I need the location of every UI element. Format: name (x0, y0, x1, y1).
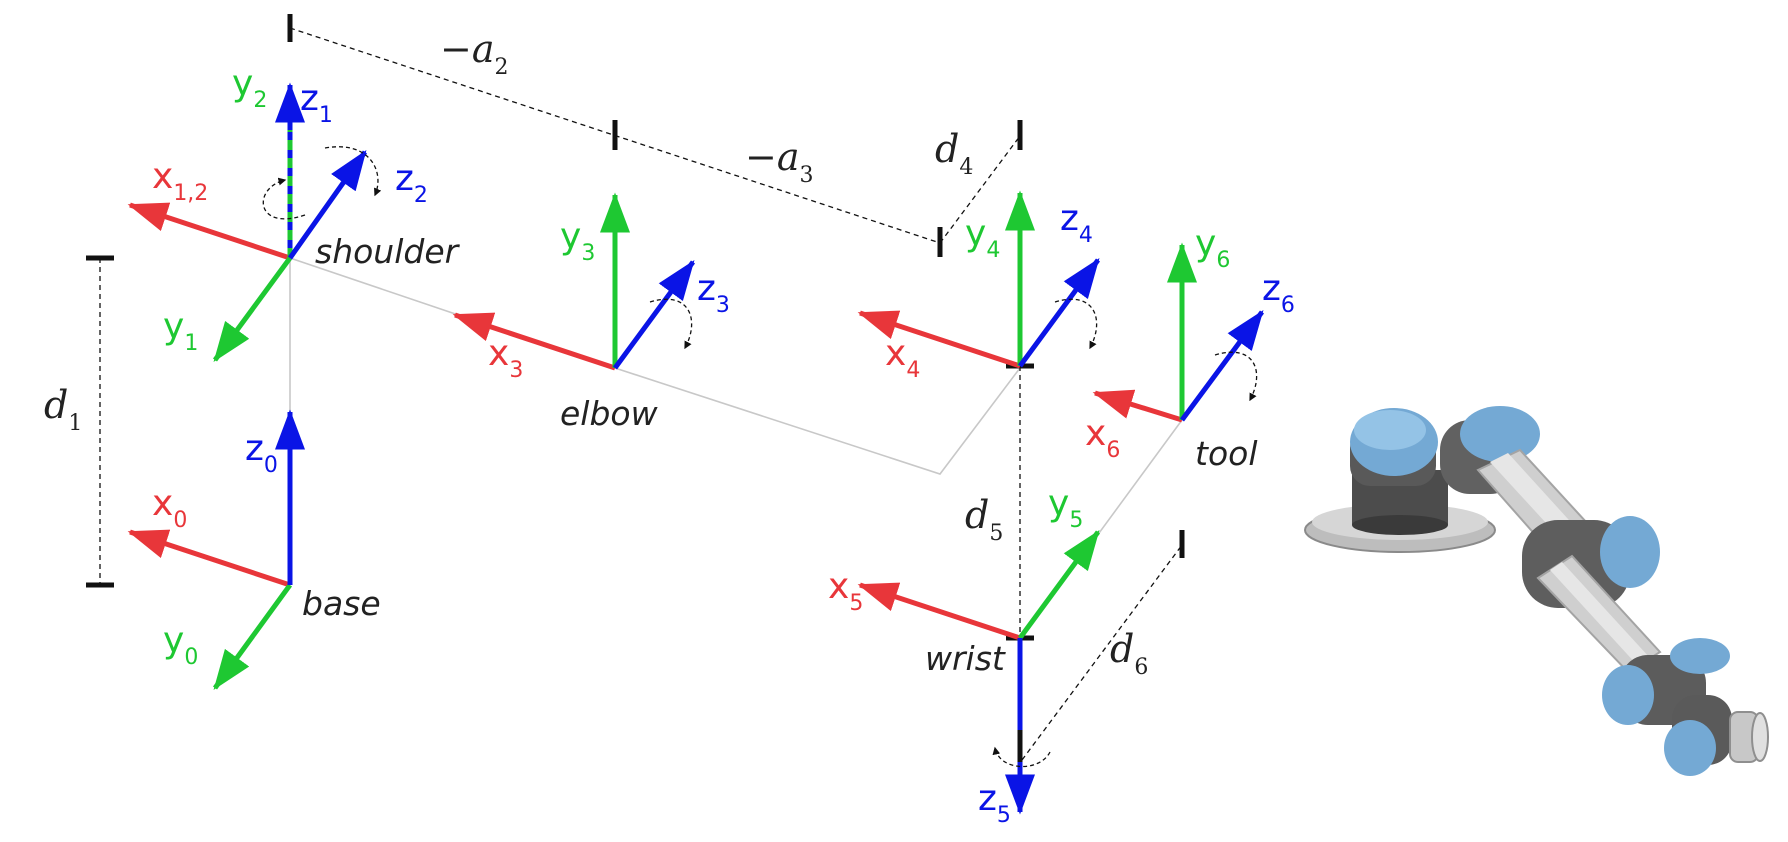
dim-d4: d4 (935, 127, 973, 180)
label-z4: z4 (1060, 198, 1093, 248)
label-y0: y0 (163, 620, 198, 670)
label-z0: z0 (245, 428, 278, 478)
label-x0: x0 (152, 483, 187, 533)
frame-base (127, 409, 305, 691)
label-x6: x6 (1085, 413, 1120, 463)
dim-d6: d6 (1110, 627, 1148, 680)
rotation-arrow-2 (324, 146, 382, 197)
joint-labels: base shoulder elbow wrist tool (302, 232, 1258, 678)
axis-labels: x0 y0 z0 x1,2 y1 y2 z1 z2 x3 y3 z3 x4 y4… (152, 63, 1295, 828)
joint-label-tool: tool (1195, 434, 1258, 473)
label-x4: x4 (885, 333, 920, 383)
rotation-arrow-4 (1054, 298, 1098, 350)
frame-elbow (452, 192, 696, 371)
joint-label-base: base (302, 584, 381, 623)
dimension-labels: d1 −a2 −a3 d4 d5 d6 (44, 27, 1148, 680)
z3-arrow (612, 259, 696, 370)
label-y2: y2 (232, 63, 267, 113)
label-y6: y6 (1195, 223, 1230, 273)
y5-arrow (1017, 529, 1101, 640)
x12-arrow (127, 202, 291, 261)
x4-arrow (857, 310, 1021, 369)
rotation-arrow-6 (1214, 351, 1258, 402)
x5-arrow (857, 582, 1021, 641)
frame-wrist (857, 529, 1101, 815)
frame-4 (857, 190, 1101, 369)
rotation-arrow-3 (649, 298, 693, 350)
joint-label-shoulder: shoulder (315, 232, 461, 271)
x0-arrow (127, 529, 291, 588)
y1-arrow (212, 256, 293, 363)
label-y4: y4 (965, 213, 1000, 263)
label-z6: z6 (1262, 268, 1295, 318)
label-y3: y3 (560, 216, 595, 266)
label-x3: x3 (488, 333, 523, 383)
rotation-arrow-1 (262, 177, 306, 220)
joint-label-elbow: elbow (560, 394, 659, 433)
label-z1: z1 (300, 78, 333, 128)
y0-arrow (212, 583, 293, 691)
link-skeleton (289, 257, 1183, 639)
z2-arrow (287, 149, 368, 260)
label-y1: y1 (163, 306, 198, 356)
label-z2: z2 (395, 158, 428, 208)
dimension-lines (86, 14, 1185, 761)
x6-arrow (1092, 389, 1183, 423)
dim-d1: d1 (44, 383, 82, 436)
label-x12: x1,2 (152, 156, 208, 206)
robot-illustration (1304, 406, 1769, 776)
joint-label-wrist: wrist (925, 639, 1006, 678)
z4-arrow (1017, 257, 1101, 368)
dim-d5: d5 (965, 493, 1003, 546)
x3-arrow (452, 312, 616, 371)
label-y5: y5 (1048, 483, 1083, 533)
dim-a3: −a3 (745, 135, 814, 188)
z6-arrow (1179, 309, 1265, 422)
label-x5: x5 (828, 566, 863, 616)
label-z5: z5 (978, 778, 1011, 828)
frame-shoulder (127, 82, 382, 363)
label-z3: z3 (697, 268, 730, 318)
dim-a2: −a2 (440, 27, 509, 80)
frame-tool (1092, 242, 1265, 423)
